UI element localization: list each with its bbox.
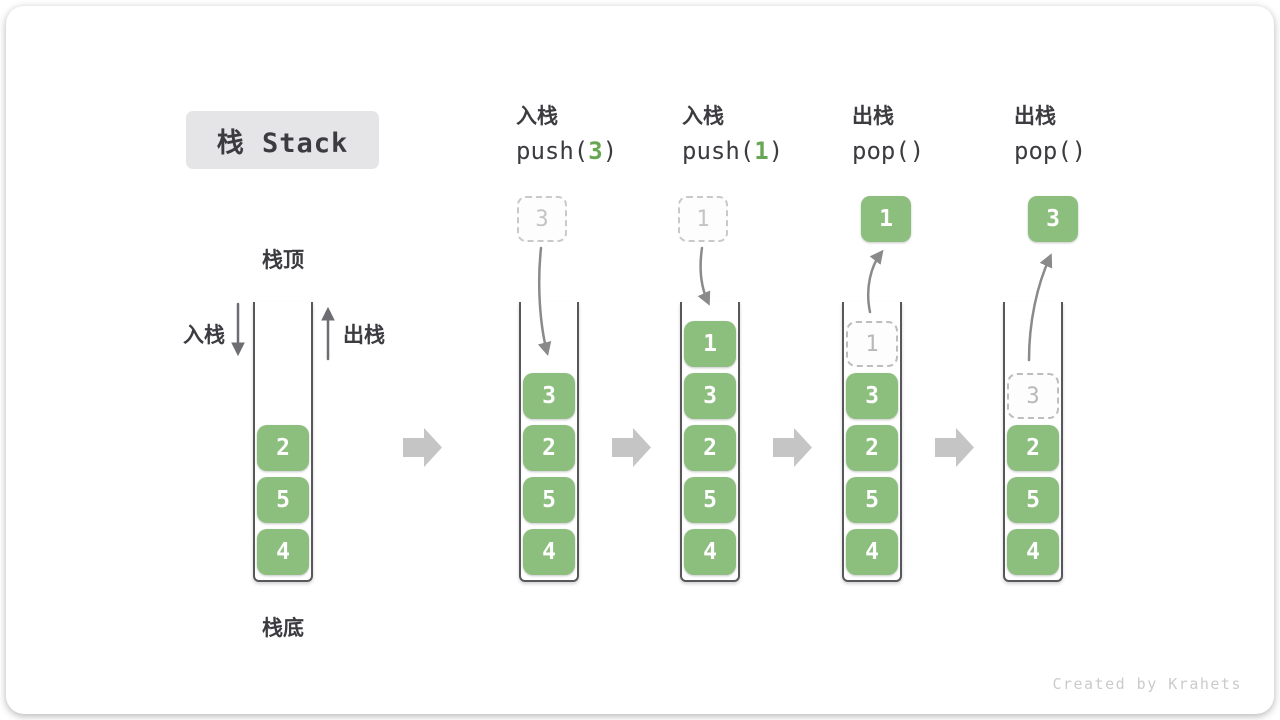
op-header-push-1: 入栈 push(1): [682, 104, 783, 164]
stack-block: 3: [523, 373, 575, 419]
push-side-label: 入栈: [183, 323, 225, 347]
popped-element-box: 1: [861, 196, 911, 242]
stack-block: 2: [1007, 425, 1059, 471]
op-code-label: pop(): [1014, 139, 1086, 163]
popped-element-box: 3: [1028, 196, 1078, 242]
stack-block: 4: [1007, 529, 1059, 575]
stack-block: 2: [257, 425, 309, 471]
stack-block: 4: [684, 529, 736, 575]
stack-top-label: 栈顶: [262, 248, 304, 272]
watermark: Created by Krahets: [1052, 675, 1242, 693]
code-post: ): [602, 137, 618, 165]
pushed-element-box: 1: [678, 196, 728, 242]
code-pre: pop(: [1014, 137, 1072, 165]
op-cn-label: 入栈: [516, 104, 558, 128]
stack-block: 5: [523, 477, 575, 523]
code-arg: 3: [588, 137, 603, 165]
op-code-label: push(1): [682, 139, 783, 163]
op-header-pop-first: 出栈 pop(): [852, 104, 924, 164]
stack-block: 2: [846, 425, 898, 471]
code-arg: 1: [754, 137, 769, 165]
code-pre: push(: [682, 137, 755, 165]
stack-block: 3: [684, 373, 736, 419]
stack-block: 2: [523, 425, 575, 471]
code-post: ): [909, 137, 925, 165]
ghost-block: 1: [846, 321, 898, 367]
stack-block: 5: [846, 477, 898, 523]
stack-block: 2: [684, 425, 736, 471]
code-pre: pop(: [852, 137, 910, 165]
code-pre: push(: [516, 137, 589, 165]
stack-bottom-label: 栈底: [262, 616, 304, 640]
stack-block: 1: [684, 321, 736, 367]
stack-block: 5: [1007, 477, 1059, 523]
op-cn-label: 入栈: [682, 104, 724, 128]
op-cn-label: 出栈: [852, 104, 894, 128]
op-code-label: pop(): [852, 139, 924, 163]
stack-block: 3: [846, 373, 898, 419]
code-post: ): [1071, 137, 1087, 165]
stack-block: 5: [257, 477, 309, 523]
pushed-element-box: 3: [517, 196, 567, 242]
diagram-title: 栈 Stack: [186, 111, 379, 169]
op-code-label: push(3): [516, 139, 617, 163]
stack-block: 5: [684, 477, 736, 523]
pop-side-label: 出栈: [343, 323, 385, 347]
op-header-push-3: 入栈 push(3): [516, 104, 617, 164]
op-cn-label: 出栈: [1014, 104, 1056, 128]
stack-block: 4: [257, 529, 309, 575]
ghost-block: 3: [1007, 373, 1059, 419]
code-post: ): [768, 137, 784, 165]
stack-block: 4: [846, 529, 898, 575]
op-header-pop-second: 出栈 pop(): [1014, 104, 1086, 164]
stack-block: 4: [523, 529, 575, 575]
